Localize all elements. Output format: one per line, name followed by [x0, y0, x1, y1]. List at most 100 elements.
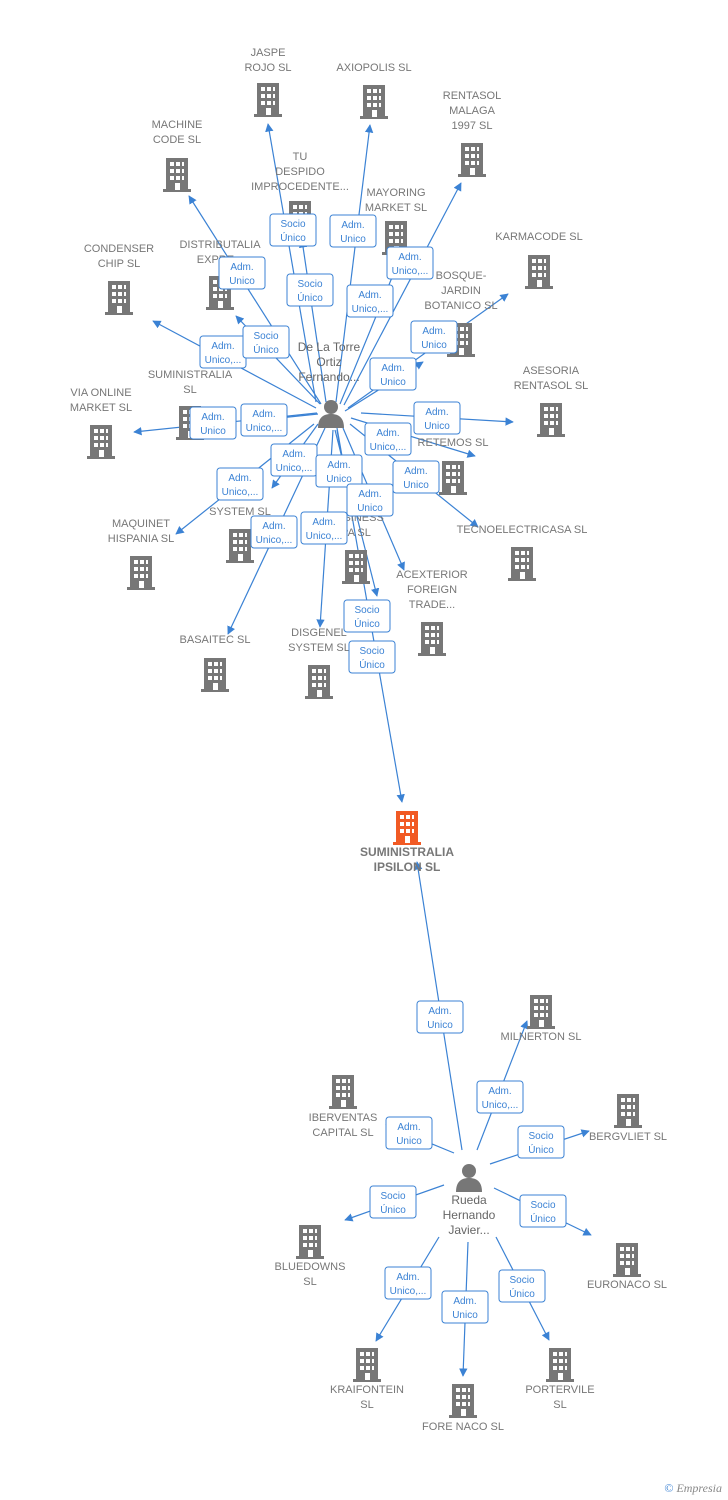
brand-watermark: © Empresia — [664, 1481, 722, 1496]
relation-badge[interactable]: Adm.Unico,... — [300, 511, 348, 545]
relation-badge[interactable]: Adm.Unico,... — [199, 335, 247, 369]
company-label: RETEMOS SL — [418, 437, 489, 449]
relation-badge-text-line: Unico — [427, 1020, 453, 1031]
relation-badge-text-line: Adm. — [376, 428, 399, 439]
relation-badge[interactable]: Adm.Unico — [315, 454, 363, 488]
company-node-tecnoelectricasa[interactable]: TECNOELECTRICASA SL — [457, 524, 588, 581]
relation-badge[interactable]: Adm. Unico,... — [270, 443, 318, 477]
relation-badge[interactable]: Adm.Unico — [392, 460, 440, 494]
relation-badge[interactable]: Adm.Unico,... — [476, 1080, 524, 1114]
company-label-line: ASESORIA — [523, 365, 580, 377]
relation-badge[interactable]: Adm.Unico,... — [364, 422, 412, 456]
relation-edge-mayoring — [339, 257, 402, 405]
building-icon — [508, 547, 536, 581]
relation-badge-text: Adm.Unico — [396, 1122, 422, 1147]
relation-badge[interactable]: Adm.Unico — [346, 483, 394, 517]
relation-badge-text-line: Socio — [354, 605, 379, 616]
building-icon — [525, 255, 553, 289]
relation-badge-box — [369, 1185, 417, 1219]
company-node-basaitec[interactable]: BASAITEC SL — [180, 634, 251, 692]
relation-badge-text-line: Unico — [452, 1310, 478, 1321]
relation-badge-text-line: Unico,... — [256, 535, 293, 546]
relation-badge-box — [329, 214, 377, 248]
relation-badge-text-line: Socio — [530, 1200, 555, 1211]
relation-badge-text-line: Unico — [424, 421, 450, 432]
company-node-euronaco[interactable]: EURONACO SL — [587, 1243, 667, 1291]
relation-badge-text: Adm.Unico,... — [205, 341, 242, 366]
relation-badge-text-line: Adm. — [282, 449, 305, 460]
relation-badge[interactable]: Adm.Unico,... — [386, 246, 434, 280]
relation-badge[interactable]: Adm.Unico — [413, 401, 461, 435]
relation-badge[interactable]: Adm.Unico — [369, 357, 417, 391]
relation-badge[interactable]: Adm.Unico,... — [346, 284, 394, 318]
company-label-line: KRAIFONTEIN — [330, 1384, 404, 1396]
relation-badge[interactable]: Adm.Unico,... — [240, 403, 288, 437]
relation-badge-text: Adm.Unico,... — [246, 409, 283, 434]
company-node-karmacode[interactable]: KARMACODE SL — [495, 231, 583, 289]
relation-edge-rentasol — [343, 182, 462, 406]
company-node-asesoria[interactable]: ASESORIA RENTASOL SL — [514, 365, 589, 437]
relation-badge[interactable]: Adm.Unico — [329, 214, 377, 248]
company-node-milnerton[interactable]: MILNERTON SL — [501, 995, 582, 1043]
relation-badge[interactable]: Adm.Unico,... — [384, 1266, 432, 1300]
company-label-line: DISGENEL — [291, 627, 347, 639]
relation-badge[interactable]: Adm. Unico,... — [250, 515, 298, 549]
company-label-line: MACHINE — [152, 119, 203, 131]
building-icon — [127, 556, 155, 590]
relation-badge-text-line: Unico,... — [276, 463, 313, 474]
relation-badge[interactable]: Adm.Unico — [441, 1290, 489, 1324]
relation-badge[interactable]: Adm.Unico,... — [216, 467, 264, 501]
company-node-retemos[interactable]: RETEMOS SL — [418, 437, 489, 495]
relation-badge[interactable]: Adm.Unico — [189, 406, 237, 440]
company-label-line: HISPANIA SL — [108, 533, 174, 545]
company-label-line: SUMINISTRALIA — [148, 369, 233, 381]
company-label-line: SL — [303, 1276, 316, 1288]
company-node-bergvliet[interactable]: BERGVLIET SL — [589, 1094, 667, 1143]
relation-badge[interactable]: Adm.Unico — [416, 1000, 464, 1034]
relation-badge[interactable]: Adm.Unico — [385, 1116, 433, 1150]
company-node-forenaco[interactable]: FORE NACO SL — [422, 1384, 504, 1433]
company-node-axiopolis[interactable]: AXIOPOLIS SL — [336, 62, 412, 119]
relation-badge[interactable]: Adm.Unico — [218, 256, 266, 290]
person-label-line: Rueda — [451, 1193, 487, 1207]
relation-badge-box — [189, 406, 237, 440]
relation-badge-text-line: Adm. — [262, 521, 285, 532]
company-label-line: RENTASOL SL — [514, 380, 589, 392]
relation-badge[interactable]: Adm.Unico — [410, 320, 458, 354]
